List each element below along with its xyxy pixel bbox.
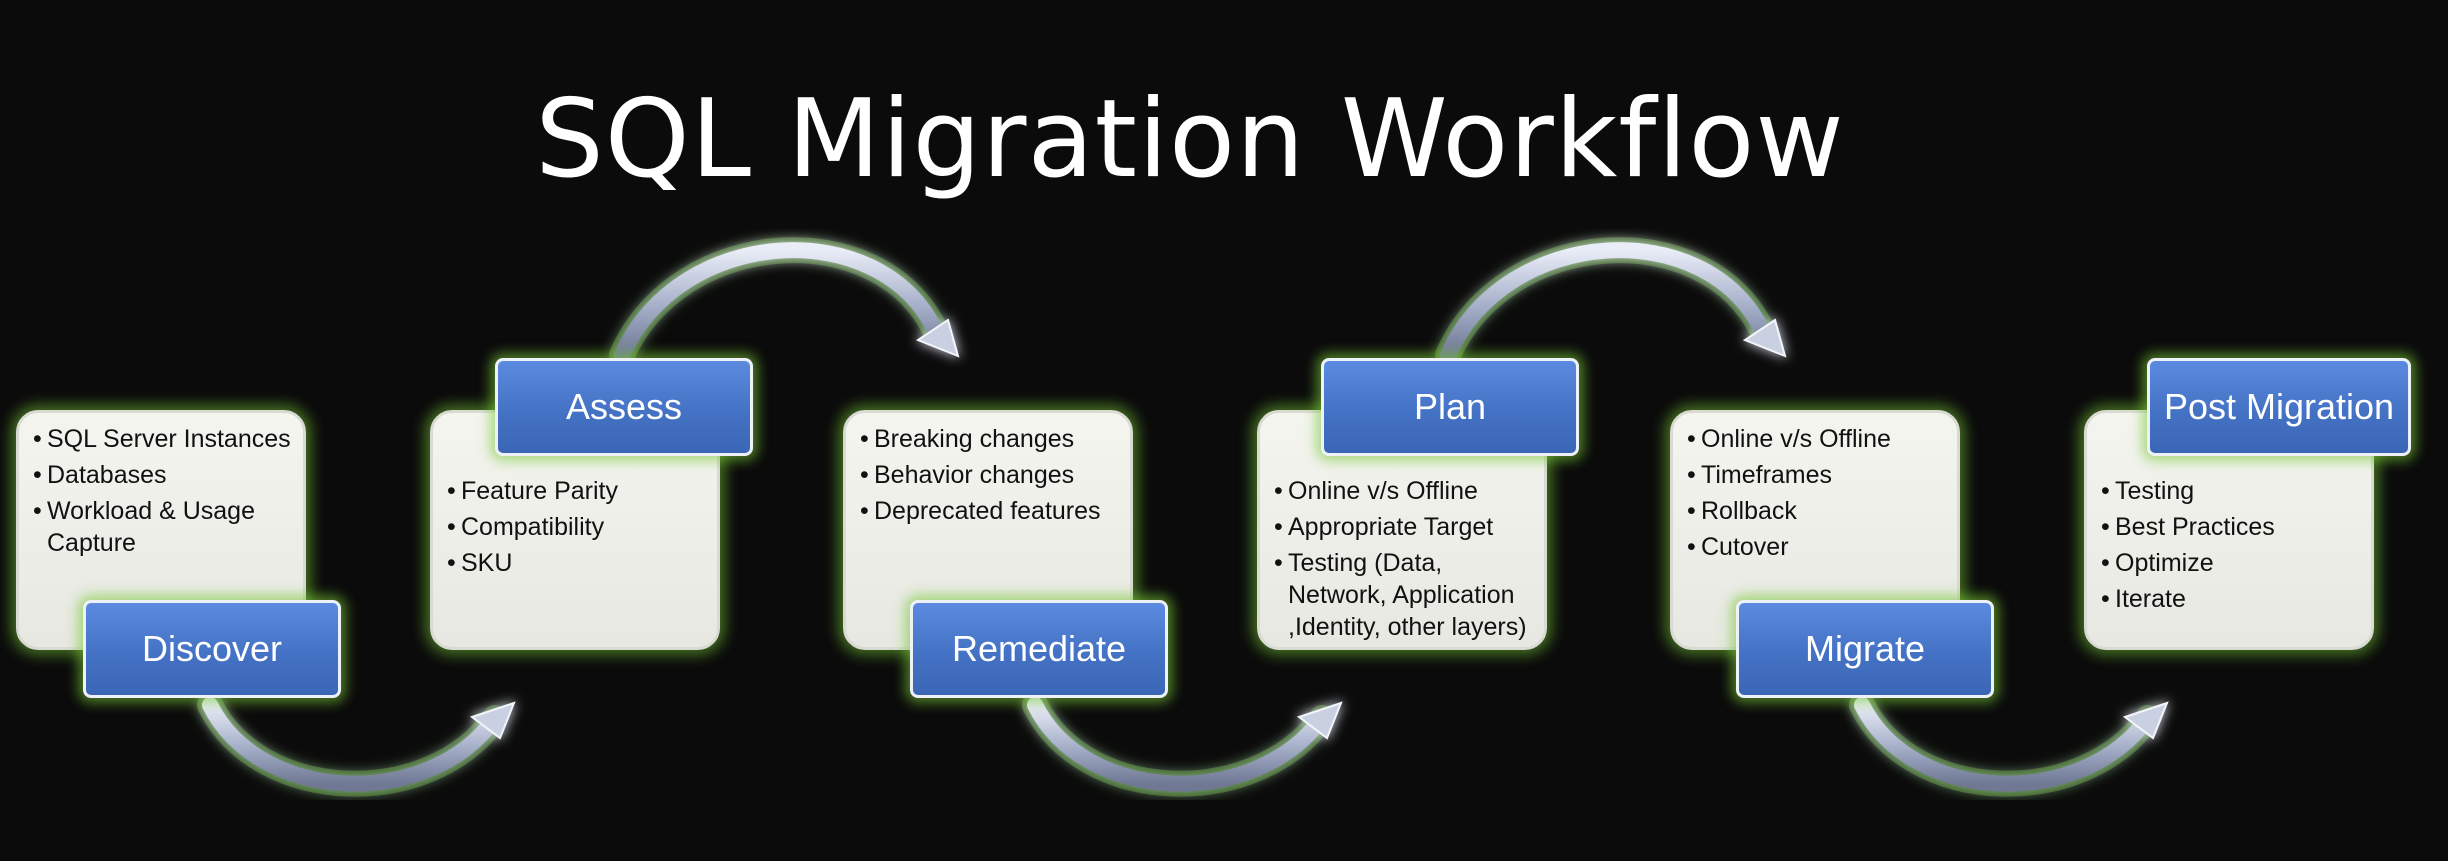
list-item: Rollback <box>1687 495 1947 527</box>
step-items-plan: Online v/s Offline Appropriate Target Te… <box>1274 475 1534 647</box>
list-item: Cutover <box>1687 531 1947 563</box>
step-label-plan: Plan <box>1321 358 1579 456</box>
step-label-discover: Discover <box>83 600 341 698</box>
list-item: Behavior changes <box>860 459 1120 491</box>
step-label-post-migration: Post Migration <box>2147 358 2411 456</box>
list-item: SQL Server Instances <box>33 423 293 455</box>
arrow-migrate-to-post-migration <box>1849 692 2169 797</box>
step-items-migrate: Online v/s Offline Timeframes Rollback C… <box>1687 423 1947 567</box>
list-item: Online v/s Offline <box>1687 423 1947 455</box>
list-item: Feature Parity <box>447 475 707 507</box>
list-item: Appropriate Target <box>1274 511 1534 543</box>
list-item: Compatibility <box>447 511 707 543</box>
list-item: Workload & Usage Capture <box>33 495 293 559</box>
list-item: Breaking changes <box>860 423 1120 455</box>
page-title: SQL Migration Workflow <box>535 77 1845 202</box>
step-items-remediate: Breaking changes Behavior changes Deprec… <box>860 423 1120 531</box>
step-label-migrate: Migrate <box>1736 600 1994 698</box>
list-item: Deprecated features <box>860 495 1120 527</box>
list-item: Testing (Data, Network, Application ,Ide… <box>1274 547 1534 643</box>
list-item: Iterate <box>2101 583 2361 615</box>
list-item: Online v/s Offline <box>1274 475 1534 507</box>
list-item: Testing <box>2101 475 2361 507</box>
list-item: SKU <box>447 547 707 579</box>
arrow-discover-to-assess <box>197 692 516 797</box>
step-label-assess: Assess <box>495 358 753 456</box>
step-items-discover: SQL Server Instances Databases Workload … <box>33 423 293 563</box>
list-item: Timeframes <box>1687 459 1947 491</box>
list-item: Databases <box>33 459 293 491</box>
list-item: Best Practices <box>2101 511 2361 543</box>
arrow-assess-to-remediate <box>609 237 960 368</box>
step-items-assess: Feature Parity Compatibility SKU <box>447 475 707 583</box>
arrow-remediate-to-plan <box>1022 692 1343 797</box>
step-items-post-migration: Testing Best Practices Optimize Iterate <box>2101 475 2361 619</box>
arrow-plan-to-migrate <box>1435 237 1787 368</box>
step-label-remediate: Remediate <box>910 600 1168 698</box>
list-item: Optimize <box>2101 547 2361 579</box>
